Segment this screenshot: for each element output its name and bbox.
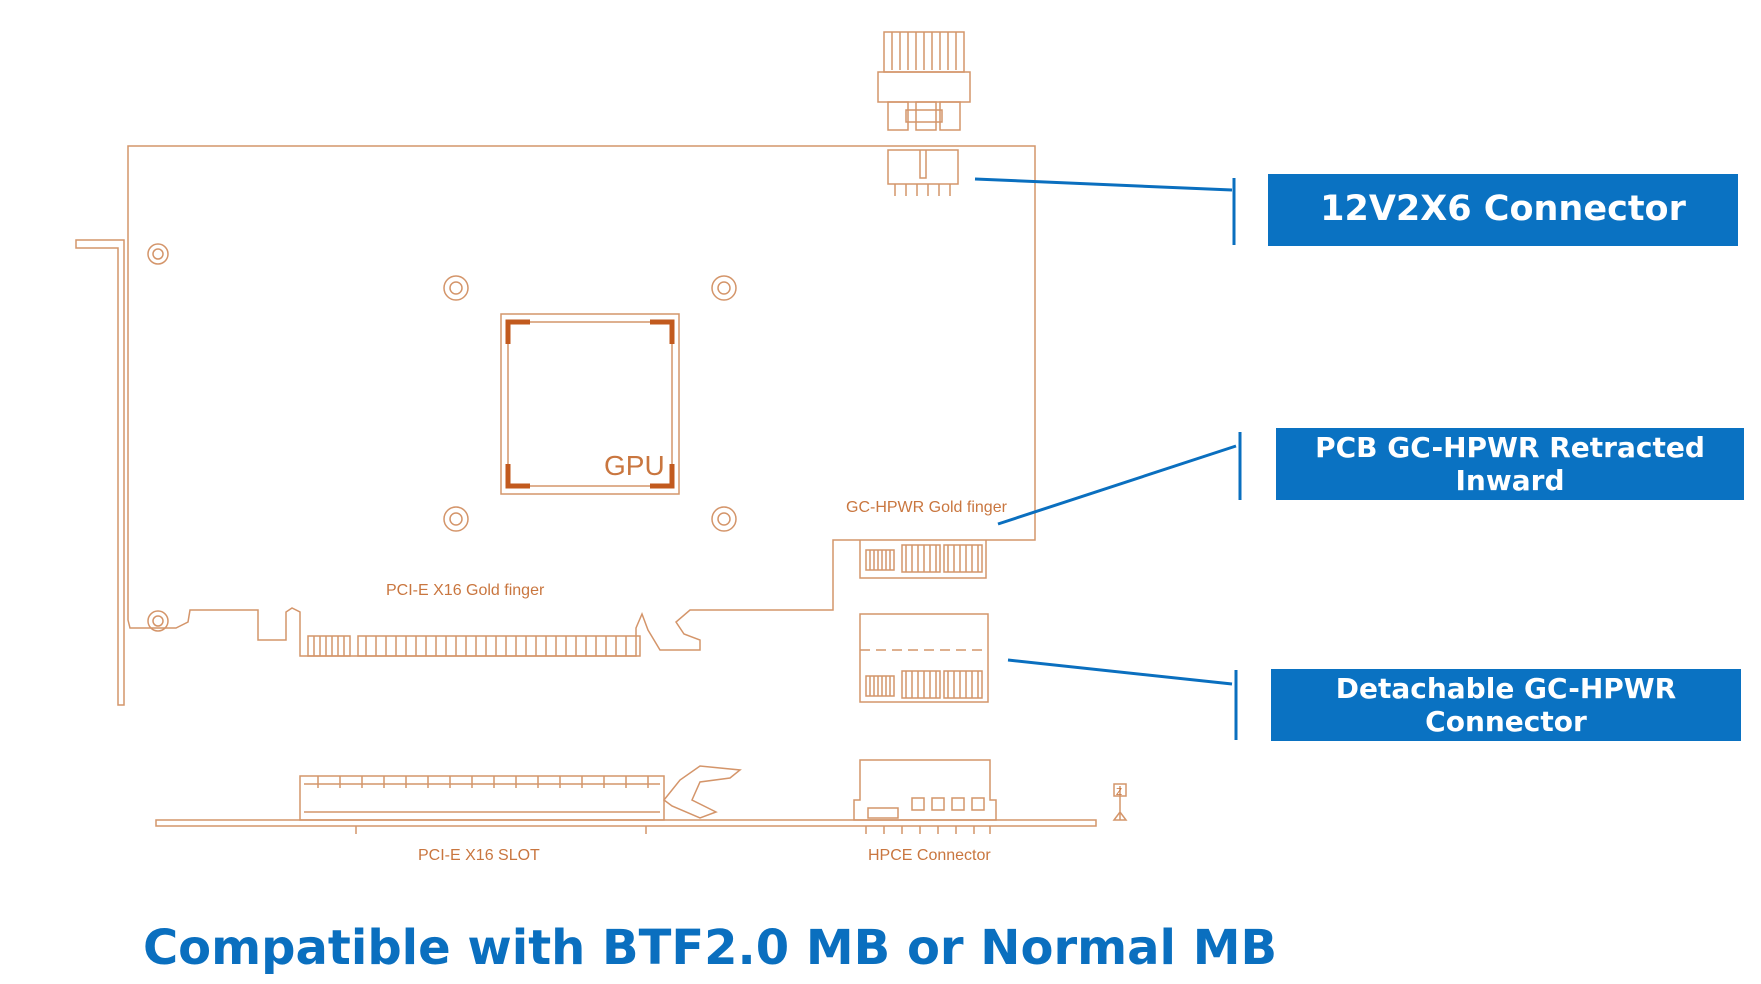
mount-hole <box>711 275 737 301</box>
mount-hole <box>443 275 469 301</box>
pcie-gold-finger-label: PCI-E X16 Gold finger <box>386 582 545 599</box>
callout-pcb-gc-hpwr-retracted: PCB GC-HPWR Retracted Inward <box>1276 428 1744 500</box>
slot-latch <box>662 765 742 819</box>
gc-hpwr-gold-finger-shape <box>859 540 987 579</box>
bracket-screw-top <box>147 243 169 265</box>
mount-hole <box>711 506 737 532</box>
footer-title: Compatible with BTF2.0 MB or Normal MB <box>142 920 1278 976</box>
gpu-label: GPU <box>604 450 665 481</box>
gpu-package <box>500 313 680 495</box>
gc-hpwr-gold-finger-label: GC-HPWR Gold finger <box>846 499 1008 516</box>
pcie-slot-label: PCI-E X16 SLOT <box>418 847 540 864</box>
leader-lines <box>974 177 1242 740</box>
12v2x6-header <box>887 149 959 185</box>
pcb-outline <box>127 145 1036 657</box>
bracket <box>75 239 125 706</box>
detachable-connector-shape <box>859 613 989 703</box>
callout-detachable-gc-hpwr: Detachable GC-HPWR Connector <box>1271 669 1741 741</box>
mount-hole <box>443 506 469 532</box>
pcie-slot-shape <box>299 775 665 821</box>
pcie-gold-finger-shape <box>307 635 641 657</box>
callout-12v2x6-connector: 12V2X6 Connector <box>1268 174 1738 246</box>
hpce-connector-label: HPCE Connector <box>868 847 991 864</box>
bracket-screw-bottom <box>147 610 169 632</box>
power-plug <box>877 31 971 196</box>
z-marker-label: Z <box>1116 787 1122 798</box>
hpce-connector-shape <box>853 759 997 821</box>
motherboard-edge <box>155 819 1097 827</box>
z-marker <box>1112 786 1128 821</box>
